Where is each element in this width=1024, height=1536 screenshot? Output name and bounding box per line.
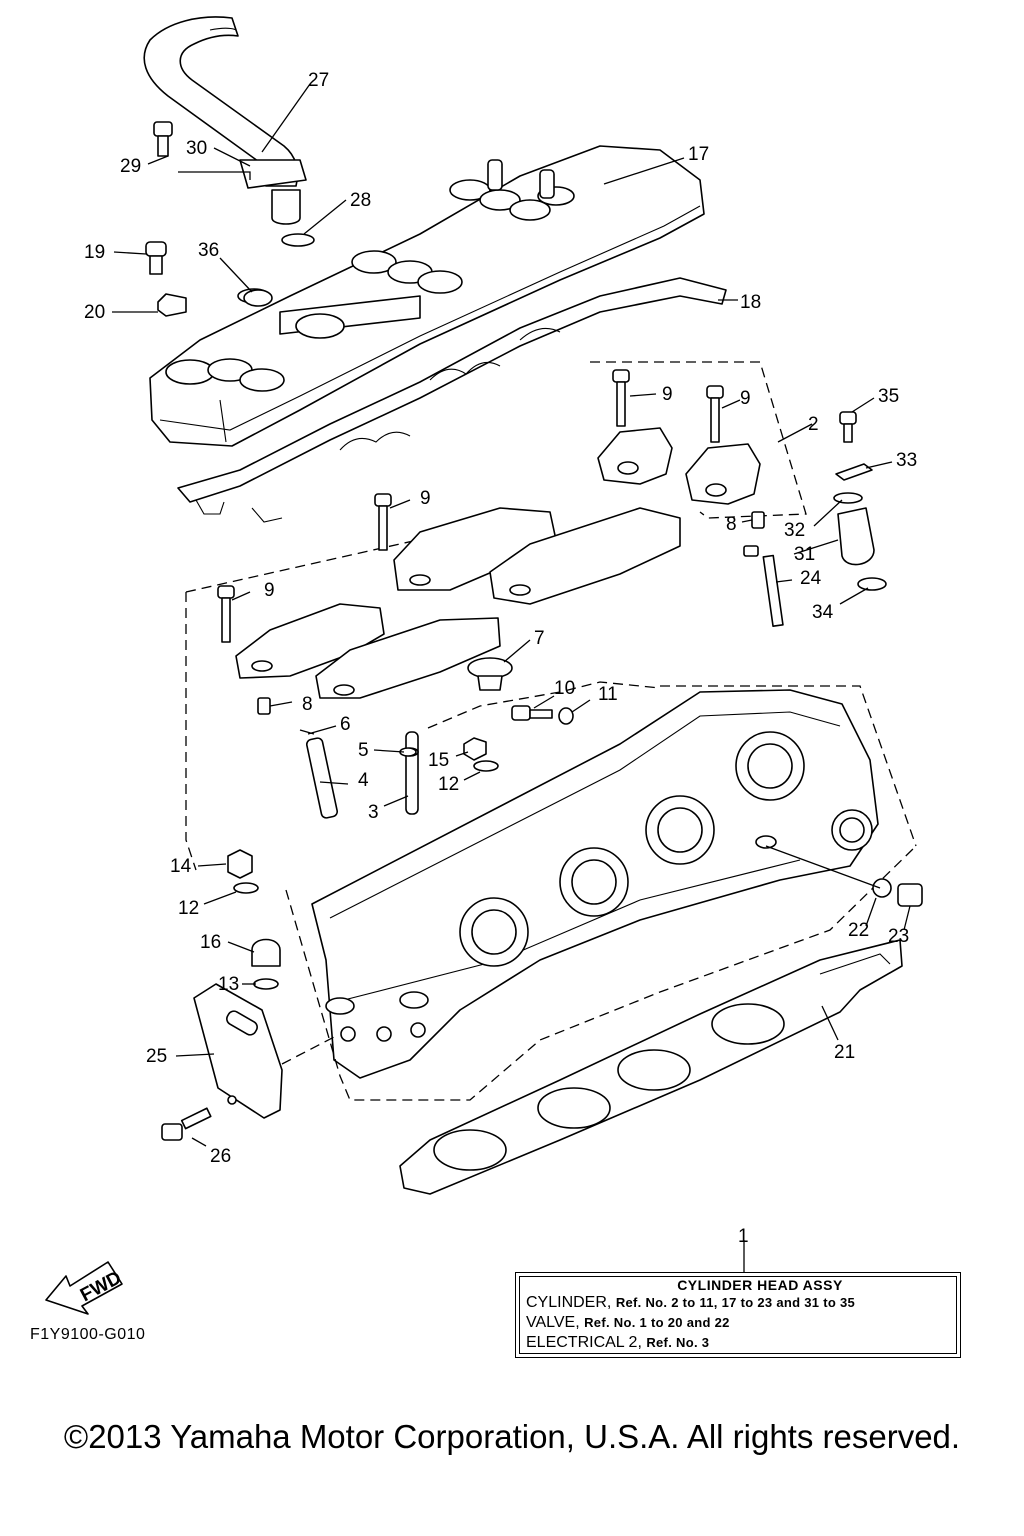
callout-31: 31 (794, 544, 815, 565)
cap-nut-16-washer-13 (251, 938, 281, 990)
bolt-29 (153, 121, 251, 180)
legend-row-ref: Ref. No. 2 to 11, 17 to 23 and 31 to 35 (615, 1295, 856, 1310)
callout-8a: 8 (726, 514, 737, 535)
legend-title: CYLINDER HEAD ASSY (677, 1277, 843, 1293)
legend-row-electrical: ELECTRICAL 2, Ref. No. 3 (526, 1333, 954, 1353)
callout-28: 28 (350, 190, 371, 211)
callout-11: 11 (598, 684, 618, 705)
callout-36: 36 (198, 240, 219, 261)
legend-row-ref: Ref. No. 3 (646, 1335, 710, 1350)
bolt-19-grommet-20-36 (145, 241, 273, 317)
callout-20: 20 (84, 302, 105, 323)
fwd-arrow-icon: FWD (45, 1261, 125, 1315)
callout-12b: 12 (178, 898, 199, 919)
callout-6: 6 (340, 714, 351, 735)
plug-22-23 (872, 878, 923, 907)
head-gasket (399, 939, 903, 1195)
callout-32: 32 (784, 520, 805, 541)
callout-4: 4 (358, 770, 369, 791)
cam-cap-upper-2 (685, 443, 761, 505)
callout-1: 1 (738, 1226, 749, 1247)
thermo-parts (743, 411, 887, 628)
callout-7: 7 (534, 628, 545, 649)
callout-12a: 12 (438, 774, 459, 795)
callout-5: 5 (358, 740, 369, 761)
dowel-8 (257, 697, 271, 715)
diagram-code: F1Y9100-G010 (30, 1326, 146, 1343)
assembly-legend: CYLINDER HEAD ASSY CYLINDER, Ref. No. 2 … (515, 1272, 961, 1358)
callout-21: 21 (834, 1042, 855, 1063)
legend-row-cylinder: CYLINDER, Ref. No. 2 to 11, 17 to 23 and… (526, 1293, 954, 1313)
callout-3: 3 (368, 802, 379, 823)
cam-cap-lower (235, 603, 501, 699)
callout-16: 16 (200, 932, 221, 953)
cam-cap-upper-1 (597, 427, 673, 485)
callout-9a: 9 (662, 384, 673, 405)
callout-29: 29 (120, 156, 141, 177)
dowel-8 (751, 511, 765, 529)
callout-17: 17 (688, 144, 709, 165)
callout-18: 18 (740, 292, 761, 313)
callout-2: 2 (808, 414, 819, 435)
bolt-9 (217, 369, 724, 643)
legend-row-valve: VALVE, Ref. No. 1 to 20 and 22 (526, 1313, 954, 1333)
callout-8b: 8 (302, 694, 313, 715)
callout-labels: 27 29 30 28 17 19 36 20 18 9 9 35 2 33 9… (84, 70, 917, 1247)
copyright-notice: ©2013 Yamaha Motor Corporation, U.S.A. A… (63, 1418, 961, 1455)
callout-23: 23 (888, 926, 909, 947)
callout-10: 10 (554, 678, 575, 699)
cylinder-head (311, 689, 879, 1079)
head-cover (149, 145, 705, 447)
callout-30: 30 (186, 138, 207, 159)
callout-27: 27 (308, 70, 329, 91)
bolt-10-washer-11 (511, 705, 574, 725)
bracket-25 (193, 983, 283, 1119)
callout-13: 13 (218, 974, 239, 995)
cover-gasket (177, 277, 727, 523)
breather-hose (143, 16, 315, 247)
bolt-26 (161, 1107, 212, 1141)
legend-row-name: ELECTRICAL 2, (526, 1334, 642, 1351)
callout-9c: 9 (420, 488, 431, 509)
callout-25: 25 (146, 1046, 167, 1067)
callout-26: 26 (210, 1146, 231, 1167)
nut-14-washer-12 (227, 849, 259, 894)
callout-9b: 9 (740, 388, 751, 409)
oil-plug-7 (467, 657, 513, 691)
callout-19: 19 (84, 242, 105, 263)
legend-row-name: CYLINDER, (526, 1294, 612, 1311)
callout-9d: 9 (264, 580, 275, 601)
callout-34: 34 (812, 602, 834, 623)
callout-15: 15 (428, 750, 449, 771)
callout-33: 33 (896, 450, 917, 471)
legend-row-name: VALVE, (526, 1314, 580, 1331)
callout-14: 14 (170, 856, 192, 877)
callout-22: 22 (848, 920, 869, 941)
callout-35: 35 (878, 386, 899, 407)
cam-cap-mid (393, 507, 681, 605)
leader-lines (112, 83, 911, 1272)
legend-row-ref: Ref. No. 1 to 20 and 22 (584, 1315, 730, 1330)
callout-24: 24 (800, 568, 822, 589)
